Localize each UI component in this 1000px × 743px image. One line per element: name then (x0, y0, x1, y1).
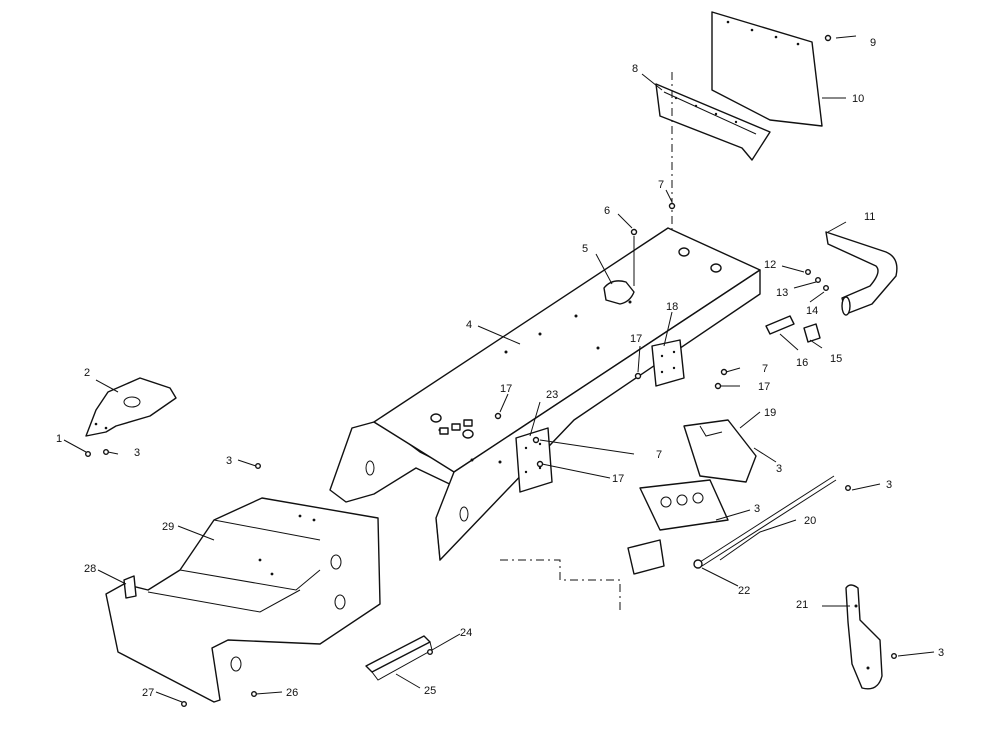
fastener-part-3-left (102, 449, 109, 456)
callout-labels: 9 10 8 7 6 5 4 11 12 13 14 16 15 18 17 7… (56, 37, 944, 699)
callout-1: 1 (56, 433, 62, 445)
callout-2: 2 (84, 367, 90, 379)
callout-9: 9 (870, 37, 876, 49)
fastener-part-24 (427, 649, 434, 656)
handle-part-11 (825, 231, 898, 316)
callout-26: 26 (286, 687, 298, 699)
callout-17-c: 17 (500, 383, 512, 395)
fastener-part-27 (180, 701, 187, 708)
fastener-part-17-d (536, 460, 544, 468)
callout-11: 11 (864, 211, 875, 223)
fastener-part-6 (630, 228, 638, 286)
callout-14: 14 (806, 305, 818, 317)
callout-16: 16 (796, 357, 808, 369)
fastener-part-26 (250, 691, 257, 698)
washer-part-12 (805, 269, 812, 276)
bracket-part-28 (123, 575, 137, 599)
fastener-part-3-right (845, 485, 852, 492)
callout-20: 20 (804, 515, 816, 527)
bracket-part-2 (85, 377, 177, 437)
callout-6: 6 (604, 205, 610, 217)
callout-3-left: 3 (134, 447, 140, 459)
callout-3-right: 3 (886, 479, 892, 491)
fastener-part-7-top (668, 202, 676, 210)
callout-28: 28 (84, 563, 96, 575)
washer-part-14 (823, 285, 830, 292)
block-part-19 (683, 419, 757, 483)
fastener-part-1 (84, 451, 91, 458)
rod-part-20 (699, 475, 837, 567)
callout-24: 24 (460, 627, 472, 639)
lower-frame-part-29 (105, 497, 381, 703)
callout-22: 22 (738, 585, 750, 597)
callout-15: 15 (830, 353, 842, 365)
callout-5: 5 (582, 243, 588, 255)
callout-7-low: 7 (656, 449, 662, 461)
callout-23: 23 (546, 389, 558, 401)
fastener-part-17-b (494, 412, 502, 420)
fastener-part-3-top (254, 463, 261, 470)
washer-part-13 (815, 277, 822, 284)
callout-3-lower: 3 (754, 503, 760, 515)
callout-13: 13 (776, 287, 788, 299)
fastener-part-7-low (532, 436, 540, 444)
panel-part-10 (711, 11, 823, 127)
callout-7-mid: 7 (762, 363, 768, 375)
callout-8: 8 (632, 63, 638, 75)
fastener-part-17-c (714, 382, 722, 390)
callout-4: 4 (466, 319, 472, 331)
bracket-part-22 (627, 539, 703, 575)
callout-17-d: 17 (612, 473, 624, 485)
callout-21: 21 (796, 599, 808, 611)
cap-part-15 (803, 323, 821, 343)
callout-3-mid: 3 (776, 463, 782, 475)
callout-18: 18 (666, 301, 678, 313)
callout-12: 12 (764, 259, 776, 271)
callout-29: 29 (162, 521, 174, 533)
callout-19: 19 (764, 407, 776, 419)
callout-10: 10 (852, 93, 864, 105)
callout-27: 27 (142, 687, 154, 699)
plate-part-18 (651, 339, 685, 387)
main-frame-part-4 (329, 227, 761, 610)
lower-plate (639, 479, 729, 531)
angle-part-25 (365, 635, 433, 681)
bracket-part-21 (845, 584, 883, 690)
fastener-part-17-a (634, 372, 642, 380)
screw-part-9 (824, 34, 832, 42)
callout-17-b: 17 (758, 381, 770, 393)
leader-lines (63, 35, 935, 703)
callout-3-bracket: 3 (938, 647, 944, 659)
bracket-part-8 (655, 83, 771, 161)
callout-3-top: 3 (226, 455, 232, 467)
callout-25: 25 (424, 685, 436, 697)
bracket-part-23 (515, 427, 553, 493)
callout-17-a: 17 (630, 333, 642, 345)
fastener-part-3-bracket (891, 653, 898, 660)
fastener-part-7-mid (720, 368, 728, 376)
spacer-part-16 (765, 315, 795, 335)
knob-part-5 (603, 280, 635, 305)
callout-7-top: 7 (658, 179, 664, 191)
